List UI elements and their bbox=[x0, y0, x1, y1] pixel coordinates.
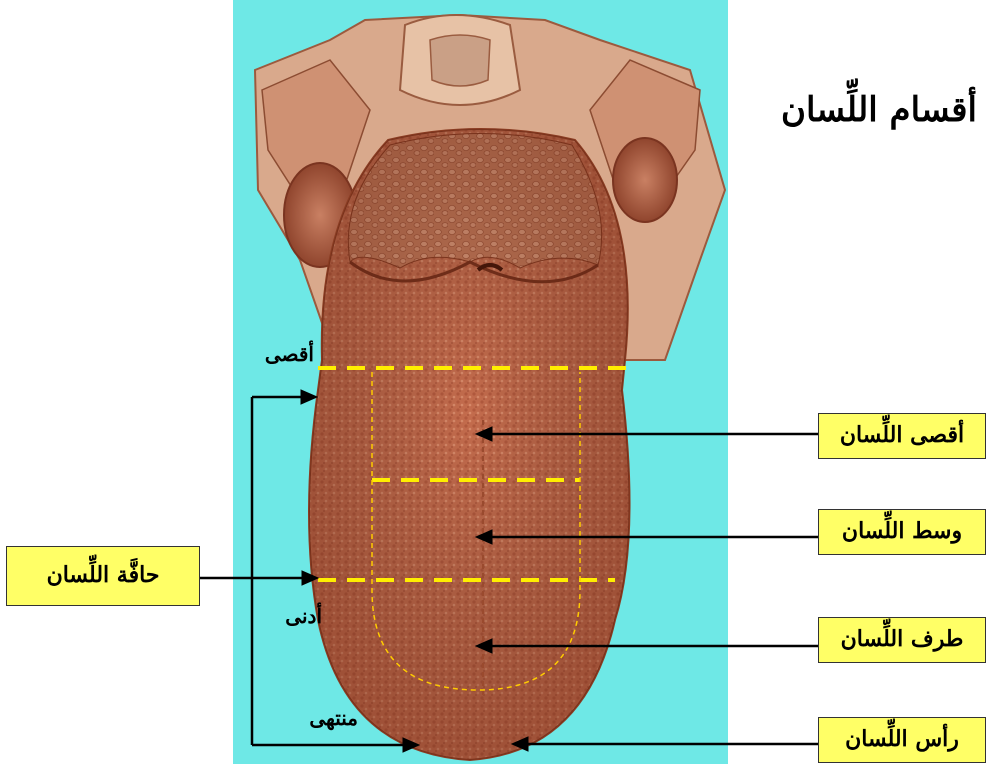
label-tongue-middle: وسط اللِّسان bbox=[818, 509, 986, 555]
edge-label-near: أدنى bbox=[262, 604, 322, 628]
tongue-shading bbox=[309, 129, 630, 760]
edge-label-end: منتهى bbox=[282, 706, 358, 730]
label-tongue-tip: رأس اللِّسان bbox=[818, 717, 986, 763]
edge-label-far: أقصى bbox=[246, 342, 314, 366]
label-tongue-blade: طرف اللِّسان bbox=[818, 617, 986, 663]
label-tongue-back: أقصى اللِّسان bbox=[818, 413, 986, 459]
diagram-title: أقسام اللِّسان bbox=[732, 90, 977, 130]
right-tonsil bbox=[613, 138, 677, 222]
label-tongue-edge: حافَّة اللِّسان bbox=[6, 546, 200, 606]
